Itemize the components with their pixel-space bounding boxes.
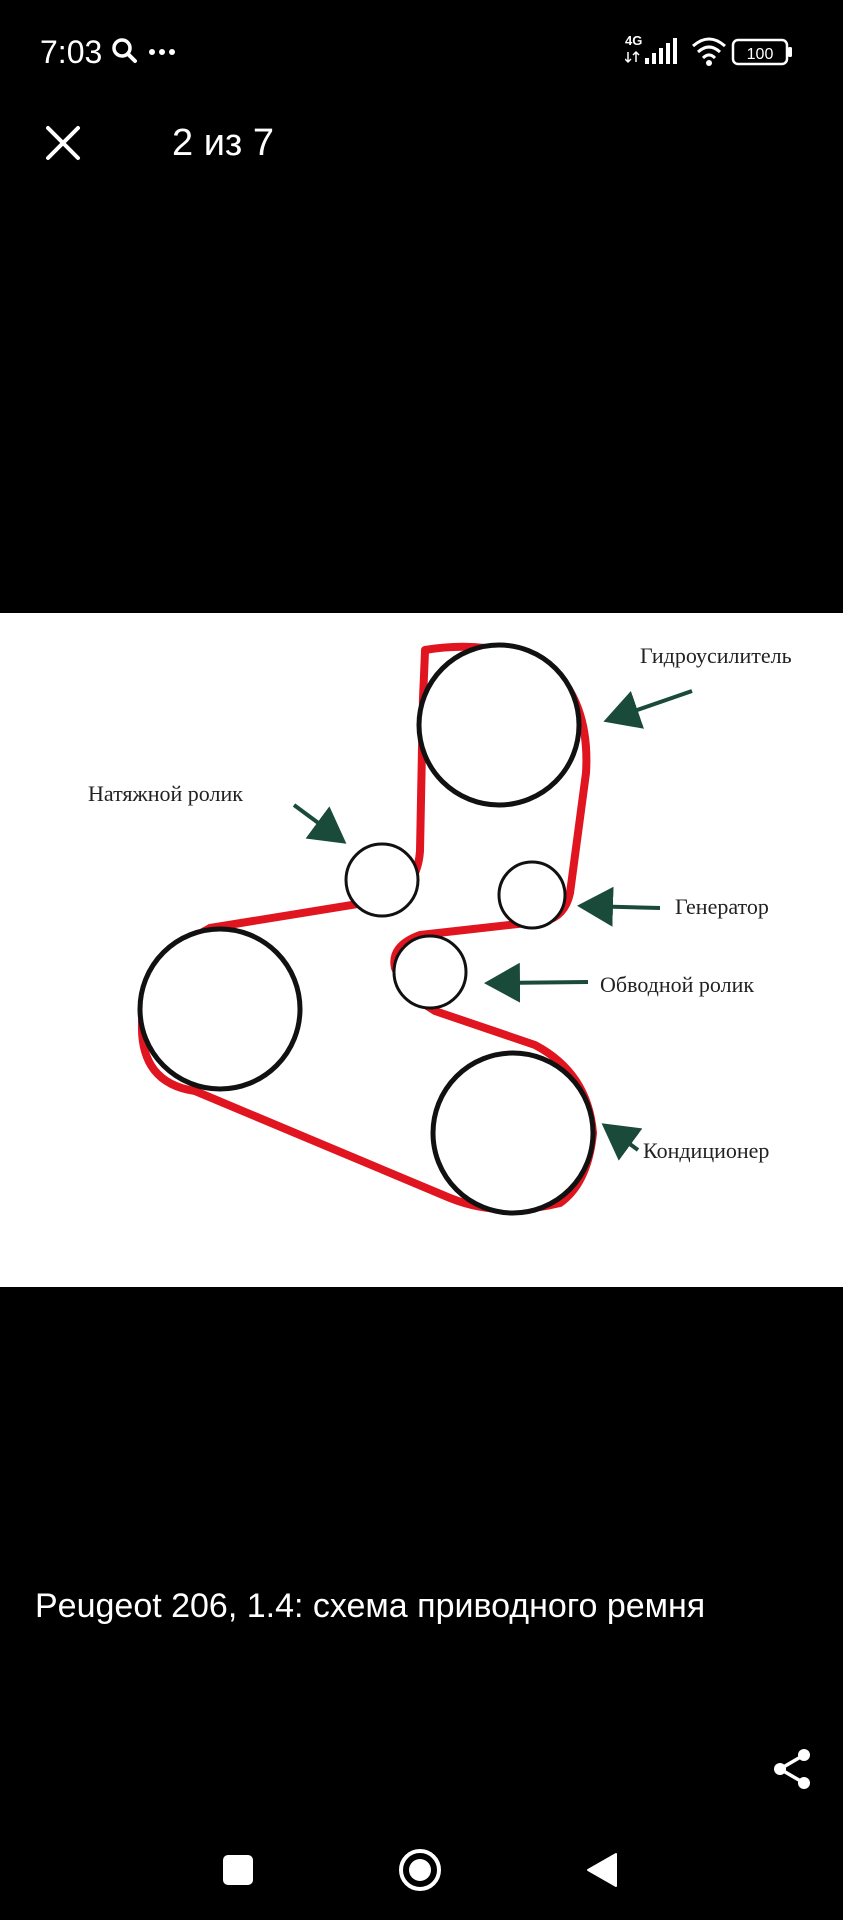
close-button[interactable] <box>40 120 86 166</box>
arrow-tensioner <box>292 803 347 844</box>
arrow-power-steering <box>603 689 693 729</box>
arrow-generator <box>577 886 661 927</box>
battery-icon: 100 <box>731 38 792 66</box>
belt-diagram: Гидроусилитель Натяжной ролик Генератор … <box>88 642 792 1216</box>
status-bar: 7:03 4G 10 <box>0 0 843 100</box>
more-dots-icon <box>149 49 175 55</box>
pulley-ac <box>430 1050 596 1216</box>
system-nav-bar <box>0 1800 843 1920</box>
label-tensioner: Натяжной ролик <box>88 781 243 806</box>
search-icon <box>112 38 137 63</box>
viewer-top-bar: 2 из 7 <box>0 100 843 190</box>
label-ac: Кондиционер <box>643 1138 769 1163</box>
battery-level: 100 <box>747 46 774 63</box>
arrow-idler <box>484 962 589 1003</box>
status-time: 7:03 <box>40 34 103 70</box>
label-idler: Обводной ролик <box>600 972 754 997</box>
recents-square-icon <box>223 1855 253 1885</box>
status-left-icons <box>112 38 175 63</box>
viewer-image[interactable]: Гидроусилитель Натяжной ролик Генератор … <box>0 613 843 1287</box>
pulley-idler <box>392 934 468 1010</box>
share-icon <box>774 1749 810 1789</box>
arrow-ac <box>601 1123 643 1161</box>
pulley-crankshaft <box>137 926 303 1092</box>
pulley-generator <box>497 860 567 930</box>
image-counter: 2 из 7 <box>172 122 275 164</box>
home-button[interactable] <box>390 1840 450 1900</box>
back-button[interactable] <box>572 1840 632 1900</box>
recents-button[interactable] <box>208 1840 268 1900</box>
label-generator: Генератор <box>675 894 769 919</box>
close-icon <box>46 126 80 160</box>
pulley-tensioner <box>344 842 420 918</box>
signal-icon <box>625 38 677 64</box>
home-circle-icon <box>399 1849 441 1891</box>
label-power-steering: Гидроусилитель <box>640 643 792 668</box>
image-caption: Peugeot 206, 1.4: схема приводного ремня <box>35 1587 706 1625</box>
back-triangle-icon <box>587 1853 617 1887</box>
pulley-power-steering <box>416 642 582 808</box>
network-type: 4G <box>625 33 642 48</box>
wifi-icon <box>692 37 726 66</box>
share-button[interactable] <box>768 1745 816 1793</box>
status-right-icons: 4G 100 <box>625 33 792 66</box>
